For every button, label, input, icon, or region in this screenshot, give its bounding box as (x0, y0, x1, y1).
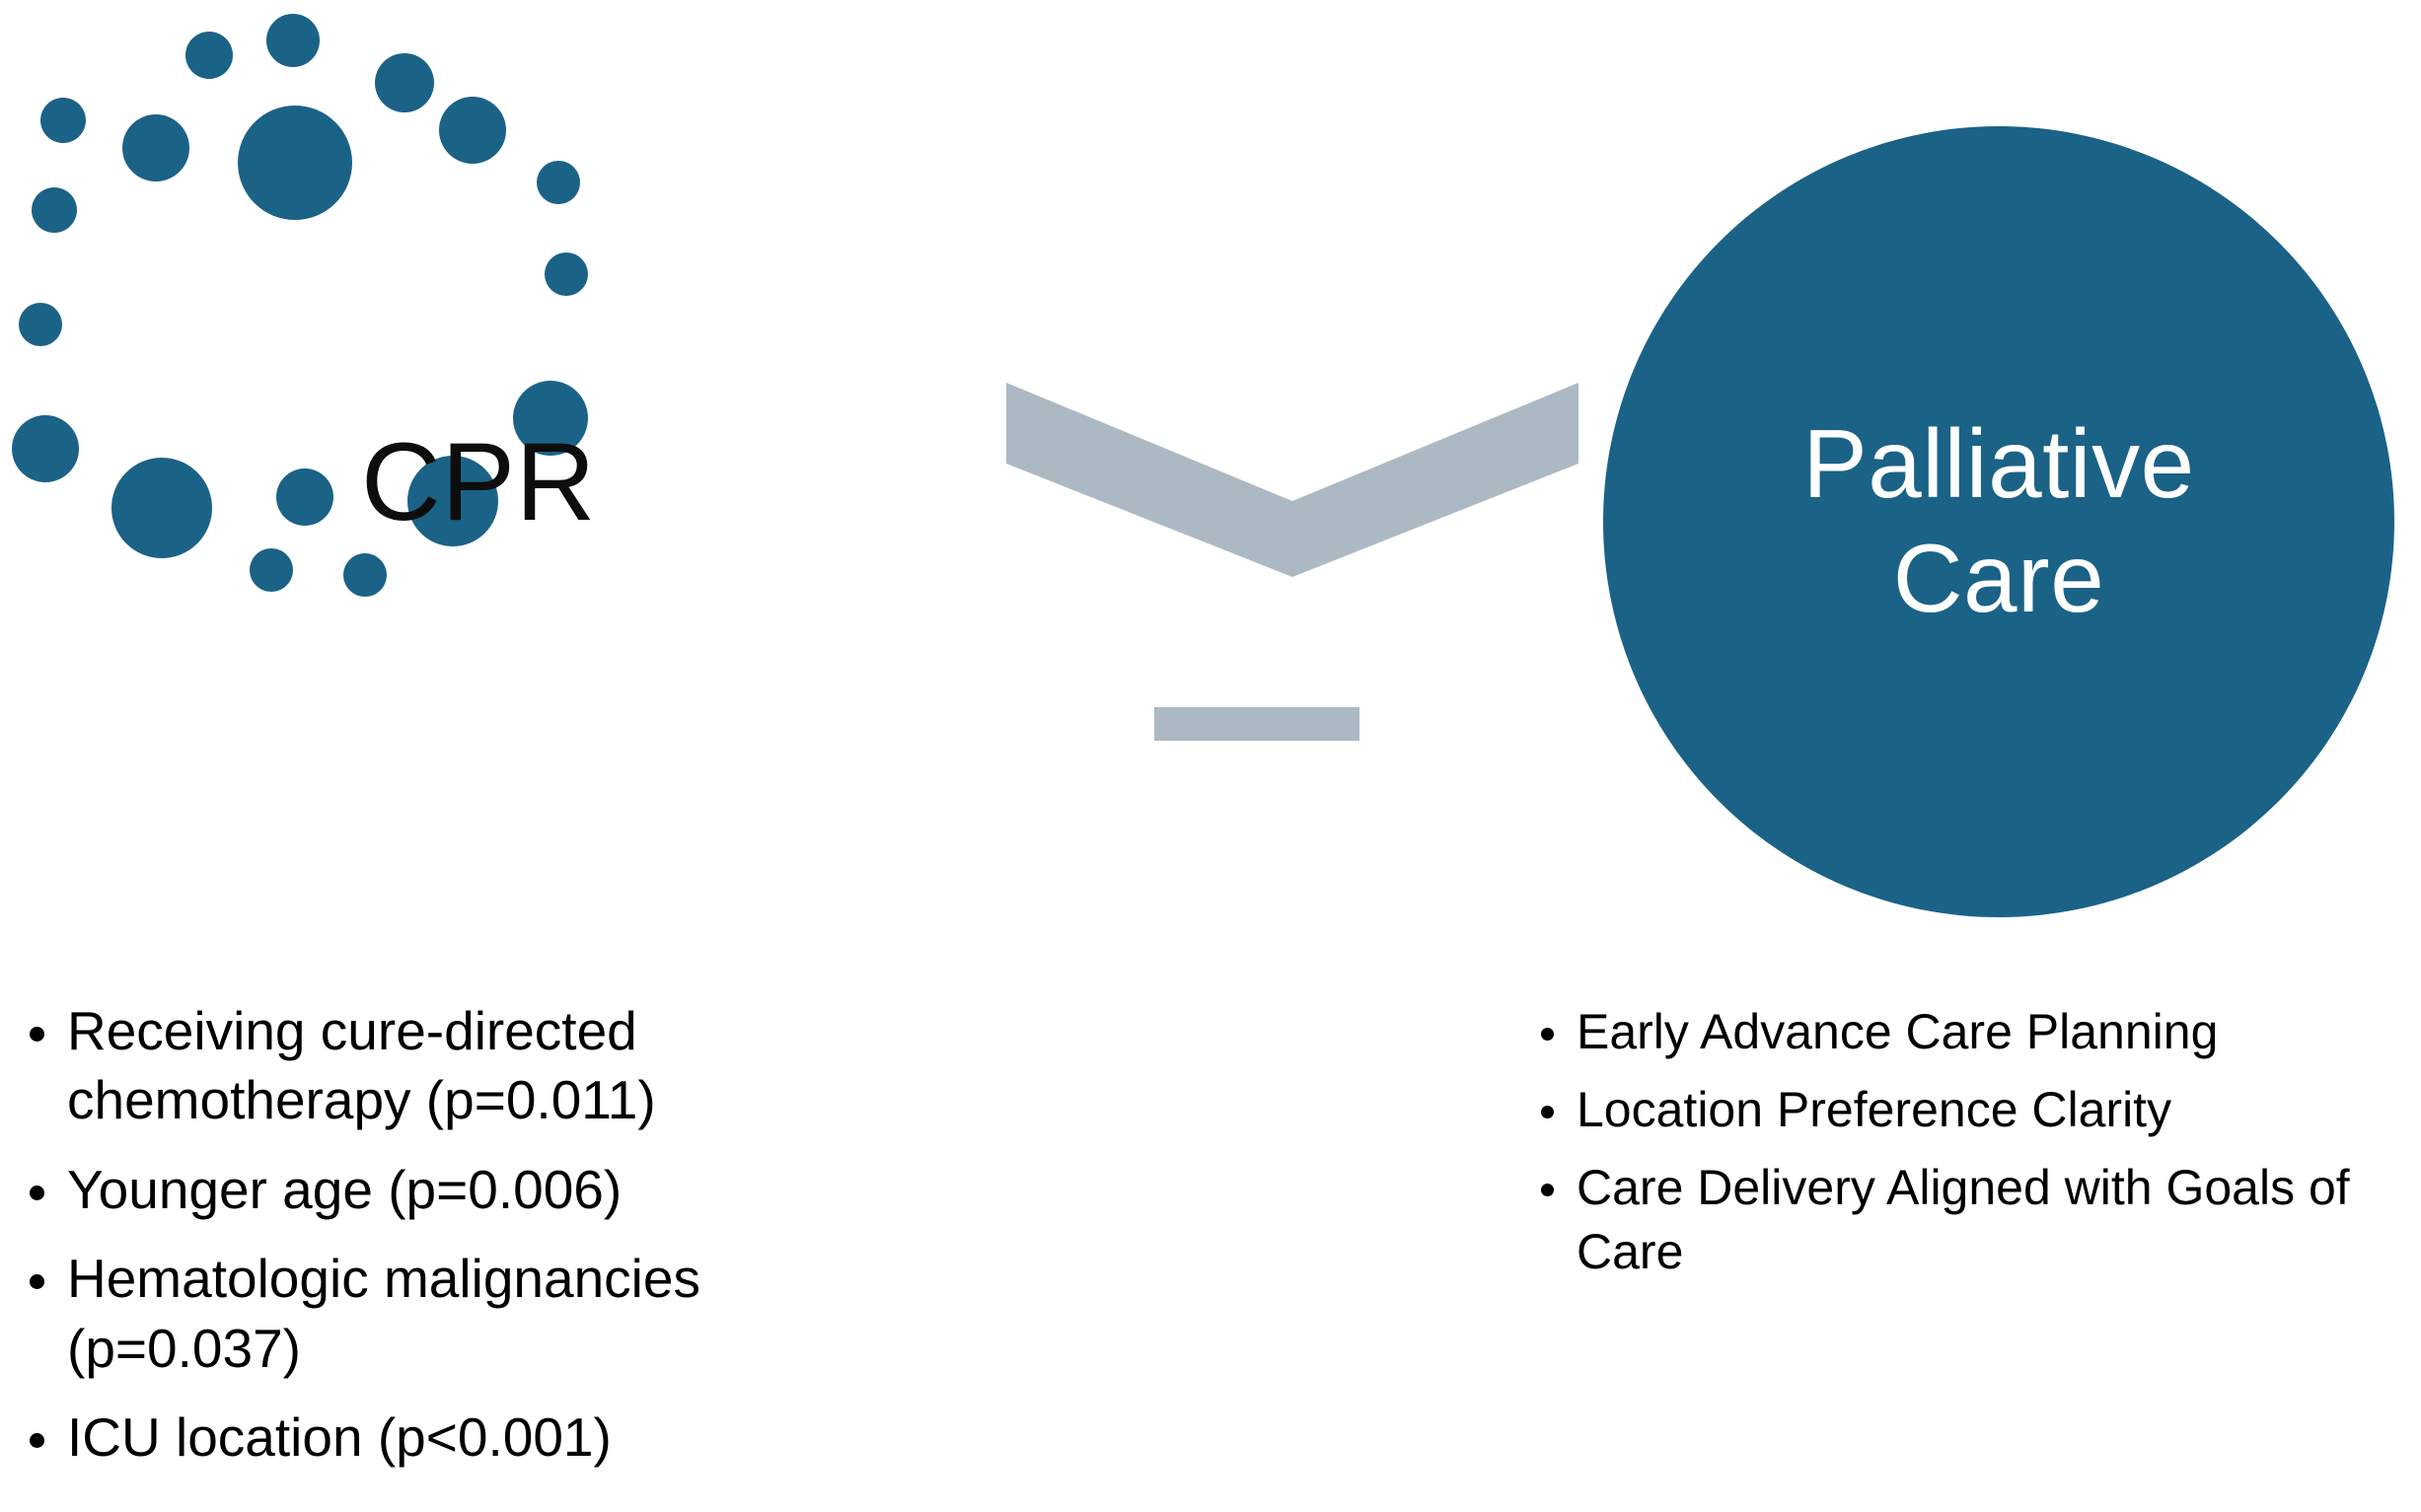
ring-dot (375, 53, 434, 112)
chevron-bar-icon (1154, 707, 1359, 741)
ring-dot (40, 98, 86, 143)
list-item: Younger age (p=0.006) (14, 1155, 921, 1224)
ring-dot (111, 458, 212, 558)
list-item-text: ICU location (p<0.001) (67, 1405, 612, 1468)
ring-dot (32, 187, 77, 233)
palliative-care-node-label: Palliative Care (1802, 409, 2195, 632)
transition-connector (1006, 375, 1578, 750)
list-item: Care Delivery Aligned with Goals of Care (1527, 1156, 2415, 1284)
ring-dot (276, 468, 333, 526)
ring-dot (513, 381, 588, 456)
ring-dot (407, 456, 498, 546)
ring-dot (545, 252, 588, 296)
list-item-text: Younger age (p=0.006) (67, 1158, 623, 1220)
ring-dot (122, 114, 189, 181)
palliative-care-node: Palliative Care (1603, 126, 2394, 917)
list-item-text: Care Delivery Aligned with Goals of Care (1577, 1160, 2350, 1279)
ring-dot (19, 303, 62, 346)
list-item: Receiving cure-directed chemotherapy (p=… (14, 996, 921, 1135)
list-item-text: Hematologic malignancies (p=0.037) (67, 1248, 700, 1379)
ring-dot (343, 553, 387, 597)
ring-dot (537, 161, 580, 204)
chevron-down-icon (1006, 383, 1578, 577)
list-item-text: Receiving cure-directed chemotherapy (p=… (67, 1000, 656, 1131)
palliative-benefits-list: Early Advance Care Planning Location Pre… (1527, 1000, 2415, 1298)
ring-dot (185, 32, 233, 79)
ring-dot (266, 14, 320, 67)
list-item-text: Early Advance Care Planning (1577, 1004, 2219, 1059)
ring-dot (250, 548, 293, 592)
dotted-ring-cluster-icon (0, 0, 987, 986)
list-item: Location Preference Clarity (1527, 1078, 2415, 1142)
ring-dot (12, 415, 79, 482)
list-item: Early Advance Care Planning (1527, 1000, 2415, 1064)
list-item: ICU location (p<0.001) (14, 1403, 921, 1472)
ring-dot (439, 97, 506, 164)
cpr-node-label: CPR (361, 420, 596, 543)
list-item: Hematologic malignancies (p=0.037) (14, 1244, 921, 1383)
ring-dot (238, 106, 352, 220)
list-item-text: Location Preference Clarity (1577, 1082, 2172, 1137)
cpr-factors-list: Receiving cure-directed chemotherapy (p=… (14, 996, 921, 1472)
